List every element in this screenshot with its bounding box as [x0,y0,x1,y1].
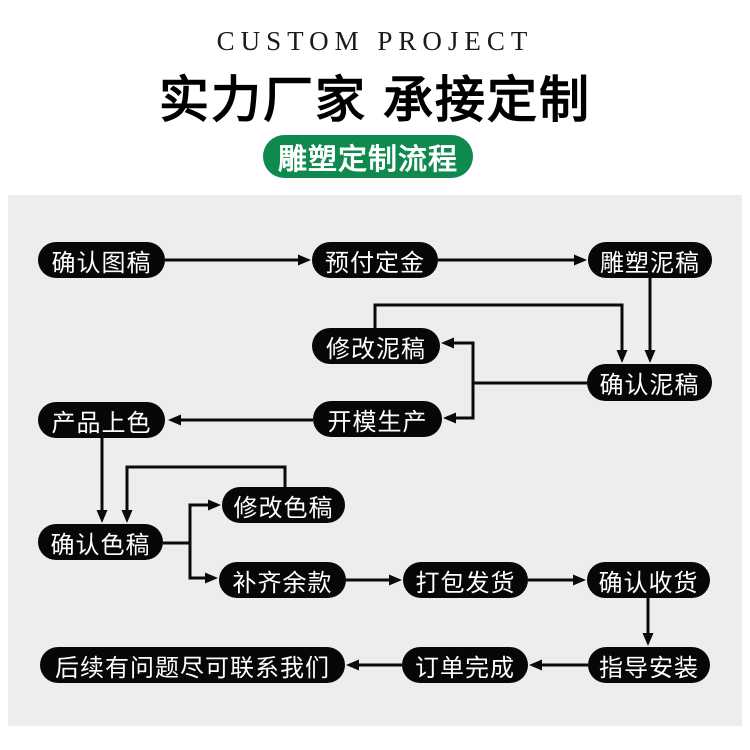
flow-node-revise-color: 修改色稿 [222,487,345,523]
flow-node-product-coloring: 产品上色 [38,402,165,438]
flow-node-revise-clay: 修改泥稿 [312,328,440,364]
flow-node-pay-deposit: 预付定金 [312,242,438,278]
flow-node-confirm-draft: 确认图稿 [38,242,165,278]
flow-node-contact-us: 后续有问题尽可联系我们 [40,647,345,683]
flowchart-panel [8,195,742,726]
flow-node-confirm-clay: 确认泥稿 [587,364,712,401]
flow-node-confirm-color: 确认色稿 [38,524,163,560]
flow-node-order-complete: 订单完成 [402,647,528,683]
flow-node-confirm-receipt: 确认收货 [587,562,710,598]
page-title: 实力厂家 承接定制 [159,72,591,128]
flow-node-clay-draft: 雕塑泥稿 [588,242,712,278]
flow-node-pack-ship: 打包发货 [403,562,528,598]
eyebrow-text: CUSTOM PROJECT [216,26,534,56]
flow-node-pay-balance: 补齐余款 [219,562,346,598]
process-badge: 雕塑定制流程 [263,135,473,178]
flow-node-install-guide: 指导安装 [588,647,710,683]
flow-node-mold-production: 开模生产 [313,401,442,437]
